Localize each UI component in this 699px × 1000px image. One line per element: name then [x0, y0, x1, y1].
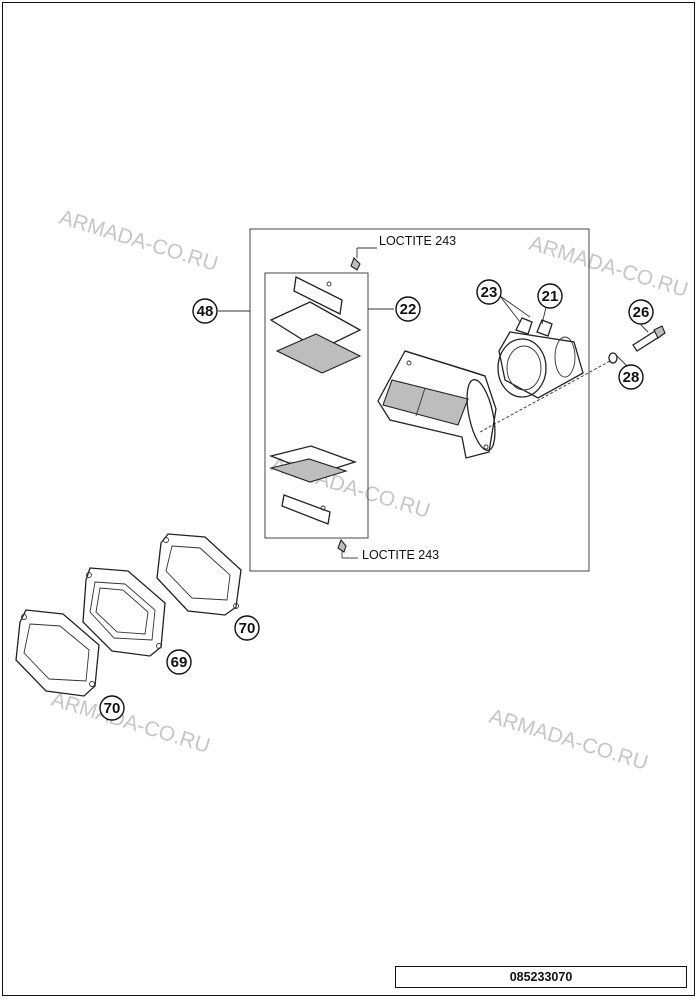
assembly-box-48	[249, 228, 590, 572]
callouts: 48 22 23 21 26 28	[99, 279, 654, 721]
svg-text:48: 48	[197, 303, 214, 320]
loctite-note-top: LOCTITE 243	[379, 234, 456, 248]
screw-and-washer	[608, 325, 666, 364]
svg-text:23: 23	[481, 284, 498, 301]
housing-top-edge	[404, 350, 486, 377]
housing-flange	[466, 379, 496, 451]
drawing-number: 085233070	[395, 966, 687, 988]
svg-text:70: 70	[104, 700, 121, 717]
loctite-note-bottom: LOCTITE 243	[362, 548, 439, 562]
reed-valve-housing	[377, 350, 497, 459]
reed-kit-box-22	[264, 272, 369, 539]
svg-text:28: 28	[623, 369, 640, 386]
watermark: ARMADA-CO.RU	[57, 206, 221, 276]
hose-clamp-screw-b	[536, 319, 553, 337]
socket-rear	[554, 336, 576, 378]
washer	[608, 352, 618, 364]
gaskets	[15, 533, 242, 697]
reed-kit-parts	[268, 257, 362, 553]
socket-body	[498, 331, 584, 399]
loctite-drop-top	[350, 257, 361, 271]
socket-inner	[506, 345, 542, 391]
callout-22: 22	[395, 296, 421, 322]
reed-stop-plate-lower	[281, 494, 331, 525]
gasket-70-lower	[15, 609, 100, 697]
watermark: ARMADA-CO.RU	[49, 688, 213, 758]
reed-stop-plate	[293, 276, 343, 315]
gasket-70-upper	[156, 533, 242, 616]
hose-clamp-screw-a	[515, 317, 533, 335]
callout-21: 21	[537, 283, 563, 309]
loctite-drop-bottom	[337, 538, 347, 553]
screw-head	[653, 325, 666, 339]
leader-lines	[218, 247, 649, 559]
svg-text:69: 69	[171, 654, 188, 671]
callout-70-upper: 70	[234, 615, 260, 641]
reed-petal-lower-shaded	[269, 458, 348, 483]
callout-23: 23	[476, 279, 502, 305]
reed-cage-insert	[275, 333, 362, 374]
screw	[632, 330, 660, 352]
callout-26: 26	[628, 299, 654, 325]
svg-text:22: 22	[400, 301, 417, 318]
housing-reed-window	[382, 379, 469, 426]
intake-socket	[497, 317, 584, 399]
socket-opening	[497, 338, 547, 398]
callout-48: 48	[192, 298, 218, 324]
callout-69: 69	[166, 649, 192, 675]
svg-text:26: 26	[633, 304, 650, 321]
watermark: ARMADA-CO.RU	[487, 705, 651, 775]
gasket-69	[82, 567, 166, 657]
svg-text:21: 21	[542, 288, 559, 305]
svg-text:70: 70	[239, 620, 256, 637]
callout-70-lower: 70	[99, 695, 125, 721]
watermarks: ARMADA-CO.RU ARMADA-CO.RU ARMADA-CO.RU A…	[49, 206, 691, 775]
callout-28: 28	[618, 364, 644, 390]
